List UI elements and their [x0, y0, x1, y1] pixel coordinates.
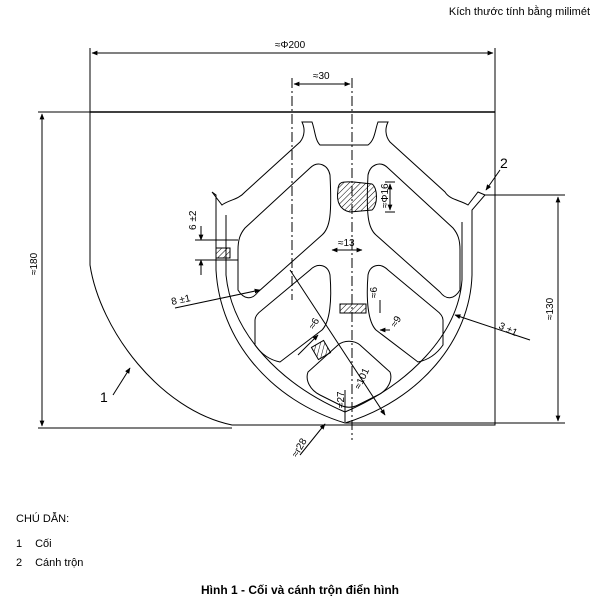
dim-6-vertical: ≈6 [369, 287, 380, 298]
dim-3pm1: 3 ±1 [497, 321, 520, 339]
technical-drawing: ≈Φ200 ≈30 ≈180 ≈130 6 ±2 8 ±1 3 ±1 ≈Φ16 … [29, 40, 565, 460]
dim-13: ≈13 [338, 238, 355, 249]
blade-window-left-lower [254, 264, 332, 363]
dim-27: ≈27 [336, 391, 347, 408]
dim-width-30: ≈30 [313, 71, 330, 82]
dim-6pm2: 6 ±2 [188, 210, 199, 230]
blade-window-left-upper [237, 163, 332, 299]
dim-9: ≈9 [389, 314, 404, 329]
legend-item-label: Cánh trộn [35, 557, 84, 569]
blade-window-bottom [306, 340, 392, 408]
legend-item-number: 1 [16, 538, 23, 550]
figure-caption: Hình 1 - Cối và cánh trộn điển hình [200, 583, 399, 597]
legend-item: 2 Cánh trộn [16, 557, 83, 569]
dim-6-diagonal: ≈6 [307, 316, 322, 331]
dim-diameter: ≈Φ200 [275, 40, 306, 51]
dim-height-130: ≈130 [545, 297, 556, 320]
callout-1: 1 [100, 389, 108, 405]
callout-2: 2 [500, 155, 508, 171]
dim-height-180: ≈180 [29, 252, 40, 275]
bowl-outline [89, 111, 496, 426]
dim-r128: ≈r28 [290, 436, 310, 459]
units-note: Kích thước tính bằng milimét [448, 6, 590, 18]
legend-title: CHÚ DẪN: [16, 513, 70, 525]
legend-item-number: 2 [16, 557, 23, 569]
legend-item: 1 Cối [16, 538, 52, 550]
dim-8pm1: 8 ±1 [170, 293, 192, 308]
blade-window-right-upper [366, 163, 461, 299]
dim-phi16: ≈Φ16 [380, 183, 391, 208]
blade-window-right-lower [366, 264, 444, 363]
blade-outline [211, 121, 486, 424]
legend-item-label: Cối [35, 538, 52, 550]
